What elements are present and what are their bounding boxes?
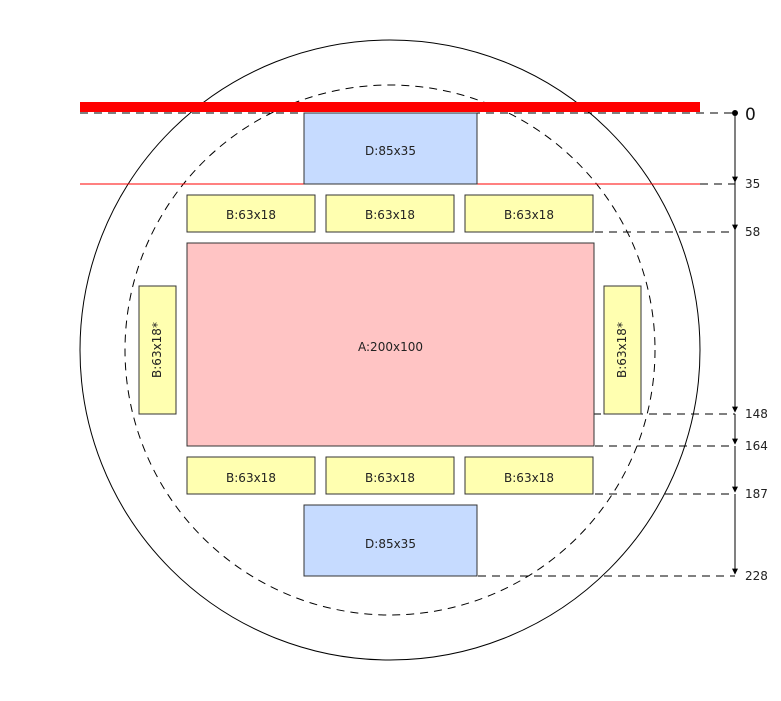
outer-circle [79, 39, 701, 661]
box-b-top-2-label: B:63x18 [365, 208, 415, 222]
top-red-bar [80, 102, 700, 112]
box-b-top-2: B:63x18 [325, 194, 455, 233]
box-b-bottom-3-label: B:63x18 [504, 471, 554, 485]
dim-label-228: 228 [745, 569, 768, 583]
dim-label-164: 164 [745, 439, 768, 453]
dimension-ruler: 0 35 58 148 164 187 228 [732, 105, 768, 583]
dim-label-148: 148 [745, 407, 768, 421]
box-d-bottom-label: D:85x35 [365, 537, 416, 551]
box-b-right: B:63x18* [603, 285, 642, 415]
box-d-top: D:85x35 [303, 112, 478, 185]
box-b-bottom-2-label: B:63x18 [365, 471, 415, 485]
box-b-right-label: B:63x18* [615, 322, 629, 378]
box-d-top-label: D:85x35 [365, 144, 416, 158]
box-b-top-3: B:63x18 [464, 194, 594, 233]
box-b-bottom-1-label: B:63x18 [226, 471, 276, 485]
inner-dashed-circle [124, 84, 656, 616]
box-b-bottom-3: B:63x18 [464, 456, 594, 495]
box-b-left-label: B:63x18* [150, 322, 164, 378]
box-b-top-1-label: B:63x18 [226, 208, 276, 222]
dim-label-58: 58 [745, 225, 760, 239]
box-b-bottom-2: B:63x18 [325, 456, 455, 495]
box-a-center-label: A:200x100 [358, 340, 423, 354]
box-b-top-1: B:63x18 [186, 194, 316, 233]
dim-label-35: 35 [745, 177, 760, 191]
box-b-top-3-label: B:63x18 [504, 208, 554, 222]
dim-label-0: 0 [745, 105, 756, 125]
box-d-bottom: D:85x35 [303, 504, 478, 577]
dim-label-187: 187 [745, 487, 768, 501]
box-b-bottom-1: B:63x18 [186, 456, 316, 495]
box-b-left: B:63x18* [138, 285, 177, 415]
box-a-center: A:200x100 [186, 242, 595, 447]
